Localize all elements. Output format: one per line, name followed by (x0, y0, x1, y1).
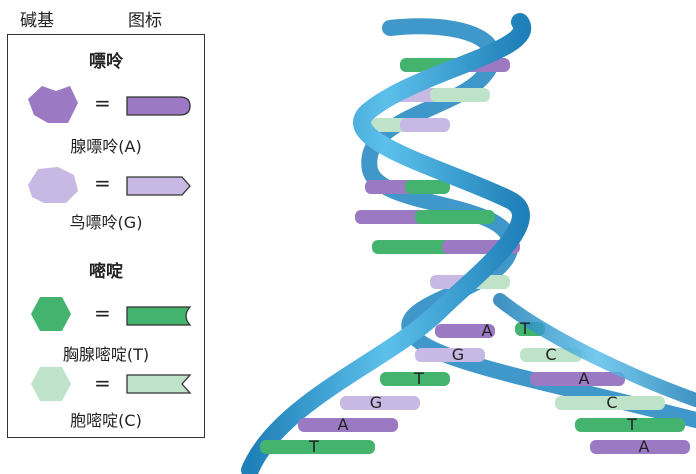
header-icon: 图标 (128, 11, 162, 31)
left-strand-bases (260, 324, 495, 454)
thymine-label: 胸腺嘧啶(T) (62, 345, 150, 364)
dna-double-helix-illustration: A G T G A T T C A C T A (241, 13, 696, 474)
guanine-label: 鸟嘌呤(G) (69, 213, 143, 232)
cytosine-label: 胞嘧啶(C) (70, 411, 142, 430)
left-base-letter-4: G (370, 393, 382, 412)
backbone-front-strand (241, 13, 531, 474)
purine-title: 嘌呤 (89, 52, 123, 72)
thymine-bar-icon (126, 306, 192, 326)
guanine-bar-icon (126, 176, 191, 196)
right-base-letter-5: T (626, 415, 637, 434)
right-base-letter-4: C (606, 393, 617, 412)
adenine-shape-icon (28, 86, 78, 123)
right-base-letter-1: T (519, 319, 530, 338)
equals-adenine: = (94, 91, 111, 115)
cytosine-shape-icon (31, 367, 71, 401)
thymine-shape-icon (31, 297, 71, 331)
adenine-label: 腺嘌呤(A) (70, 137, 142, 156)
header-base: 碱基 (20, 11, 54, 31)
legend-box: 嘌呤 = 腺嘌呤(A) = 鸟嘌呤(G) 嘧啶 = 胸腺嘧啶(T) = 胞嘧啶(… (7, 34, 205, 438)
left-base-letter-6: T (308, 437, 319, 456)
cytosine-bar-icon (126, 374, 192, 394)
equals-guanine: = (94, 171, 111, 195)
left-base-letter-1: A (482, 321, 493, 340)
right-base-letter-3: A (579, 369, 590, 388)
right-strand-bases (515, 322, 690, 454)
right-base-letter-6: A (639, 437, 650, 456)
pyrimidine-title: 嘧啶 (89, 262, 123, 282)
guanine-shape-icon (28, 167, 78, 203)
backbone-right-lower (493, 293, 696, 407)
left-base-letter-5: A (338, 415, 349, 434)
equals-thymine: = (94, 301, 111, 325)
right-base-letter-2: C (545, 345, 556, 364)
adenine-bar-icon (126, 96, 191, 116)
left-base-letter-2: G (452, 345, 464, 364)
equals-cytosine: = (94, 371, 111, 395)
left-base-letter-3: T (413, 369, 424, 388)
